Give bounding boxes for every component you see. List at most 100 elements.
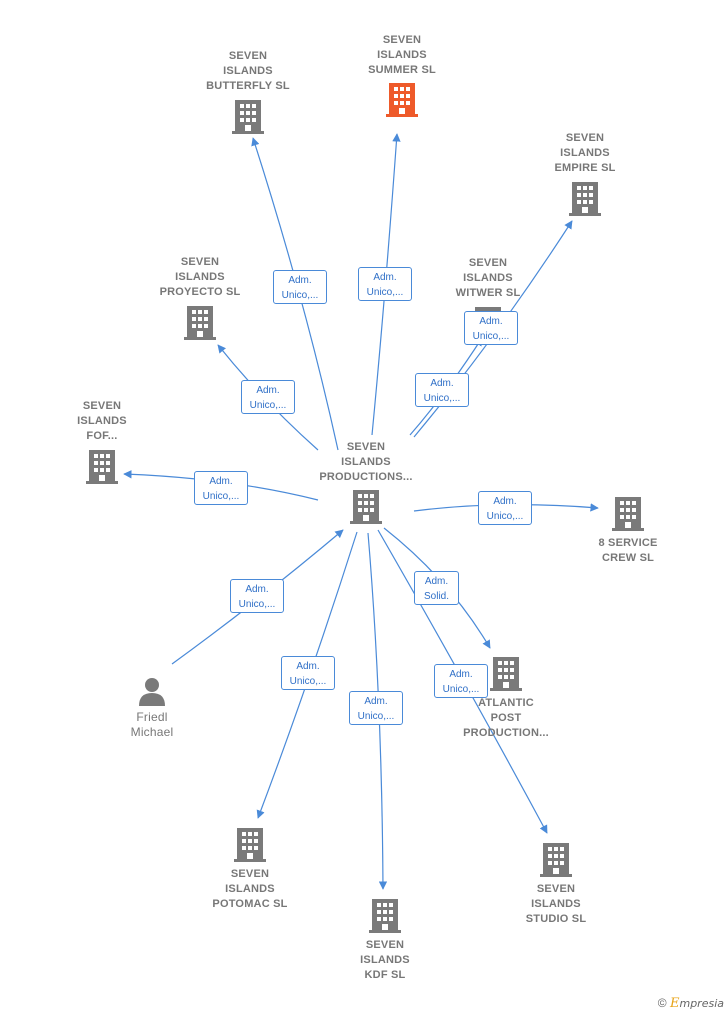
empresia-logo: E [669,996,680,1011]
edge-label-friedl[interactable]: Adm. Unico,... [230,579,284,613]
node-potomac[interactable]: SEVEN ISLANDS POTOMAC SL [200,828,300,912]
label-line: Michael [130,725,174,739]
label-line: SEVEN [382,34,422,46]
label-line: SEVEN [230,868,270,880]
label-line: ISLANDS [223,65,273,77]
empresia-logo-text: mpresia [679,997,724,1010]
edge-label-studio[interactable]: Adm. Unico,... [434,664,488,698]
edge-label-service[interactable]: Adm. Unico,... [478,491,532,525]
edge-label-line: Unico,... [423,393,461,404]
edge-label-empire[interactable]: Adm. Unico,... [415,373,469,407]
node-butterfly[interactable]: SEVEN ISLANDS BUTTERFLY SL [198,49,298,134]
edge-label-line: Adm. [430,378,454,389]
footer-credit: © Empresia [658,996,724,1011]
label-line: SUMMER SL [368,64,436,76]
node-studio[interactable]: SEVEN ISLANDS STUDIO SL [506,843,606,927]
edge-label-fof[interactable]: Adm. Unico,... [194,471,248,505]
building-icon [234,828,266,862]
edge-label-line: Unico,... [357,711,395,722]
building-icon [569,182,601,216]
edge-label-line: Solid. [423,591,449,602]
label-line: SEVEN [468,257,508,269]
label-line: ISLANDS [225,883,275,895]
label-line: ISLANDS [560,147,610,159]
building-icon [86,450,118,484]
edge-label-line: Unico,... [442,684,480,695]
node-label: SEVEN ISLANDS WITWER SL [438,256,538,301]
edge-label-line: Adm. [449,669,473,680]
edge-label-line: Unico,... [238,599,276,610]
building-icon [232,100,264,134]
node-label: SEVEN ISLANDS PRODUCTIONS... [306,440,426,485]
edge-label-line: Adm. [424,576,449,587]
edge-label-witwer[interactable]: Adm. Unico,... [464,311,518,345]
edge-label-line: Adm. [288,275,312,286]
label-line: ISLANDS [377,49,427,61]
label-line: CREW SL [601,552,655,564]
edge-label-kdf[interactable]: Adm. Unico,... [349,691,403,725]
node-label: SEVEN ISLANDS POTOMAC SL [200,867,300,912]
label-line: SEVEN [180,256,220,268]
node-label: SEVEN ISLANDS PROYECTO SL [150,255,250,300]
building-icon [184,306,216,340]
label-line: SEVEN [365,939,405,951]
edge-label-line: Unico,... [472,331,510,342]
edge-label-line: Unico,... [366,287,404,298]
label-line: WITWER SL [455,287,521,299]
label-line: PROYECTO SL [159,286,241,298]
edge-label-line: Unico,... [249,400,287,411]
edge-label-summer[interactable]: Adm. Unico,... [358,267,412,301]
building-icon [350,490,382,524]
edge-label-line: Adm. [373,272,397,283]
edge-label-butterfly[interactable]: Adm. Unico,... [273,270,327,304]
edge-label-line: Unico,... [289,676,327,687]
node-label: SEVEN ISLANDS EMPIRE SL [535,131,635,176]
label-line: ISLANDS [175,271,225,283]
label-line: Friedl [136,710,168,724]
edge-label-potomac[interactable]: Adm. Unico,... [281,656,335,690]
node-atlantic[interactable]: ATLANTIC POST PRODUCTION... [456,657,556,741]
edge-label-line: Adm. [479,316,503,327]
node-fof[interactable]: SEVEN ISLANDS FOF... [52,399,152,484]
edge-label-line: Unico,... [281,290,319,301]
node-label: SEVEN ISLANDS STUDIO SL [506,882,606,927]
edge-label-line: Adm. [245,584,269,595]
label-line: ATLANTIC [478,697,534,709]
label-line: ISLANDS [531,898,581,910]
label-line: ISLANDS [463,272,513,284]
label-line: SEVEN [228,50,268,62]
node-label: ATLANTIC POST PRODUCTION... [456,696,556,741]
building-icon [490,657,522,691]
label-line: POTOMAC SL [212,898,288,910]
node-friedl[interactable]: Friedl Michael [110,676,194,740]
label-line: KDF SL [364,969,406,981]
label-line: BUTTERFLY SL [206,80,290,92]
node-proyecto[interactable]: SEVEN ISLANDS PROYECTO SL [150,255,250,340]
edge-label-line: Adm. [256,385,280,396]
node-label: SEVEN ISLANDS SUMMER SL [352,33,452,78]
node-empire[interactable]: SEVEN ISLANDS EMPIRE SL [535,131,635,216]
edge-label-line: Adm. [209,476,233,487]
node-kdf[interactable]: SEVEN ISLANDS KDF SL [335,899,435,983]
label-line: 8 SERVICE [598,537,658,549]
node-center[interactable]: SEVEN ISLANDS PRODUCTIONS... [306,440,426,524]
label-line: FOF... [86,430,118,442]
edge-label-atlantic[interactable]: Adm. Solid. [414,571,459,605]
label-line: POST [490,712,522,724]
edge-label-proyecto[interactable]: Adm. Unico,... [241,380,295,414]
edge-label-line: Adm. [296,661,320,672]
label-line: STUDIO SL [525,913,587,925]
edge-label-line: Unico,... [202,491,240,502]
copyright-symbol: © [657,996,667,1010]
label-line: SEVEN [536,883,576,895]
building-icon [369,899,401,933]
node-summer[interactable]: SEVEN ISLANDS SUMMER SL [352,33,452,117]
label-line: SEVEN [346,441,386,453]
label-line: SEVEN [82,400,122,412]
label-line: EMPIRE SL [554,162,616,174]
edge-label-line: Adm. [364,696,388,707]
label-line: ISLANDS [341,456,391,468]
edge-label-line: Unico,... [486,511,524,522]
label-line: SEVEN [565,132,605,144]
node-service[interactable]: 8 SERVICE CREW SL [578,497,678,566]
